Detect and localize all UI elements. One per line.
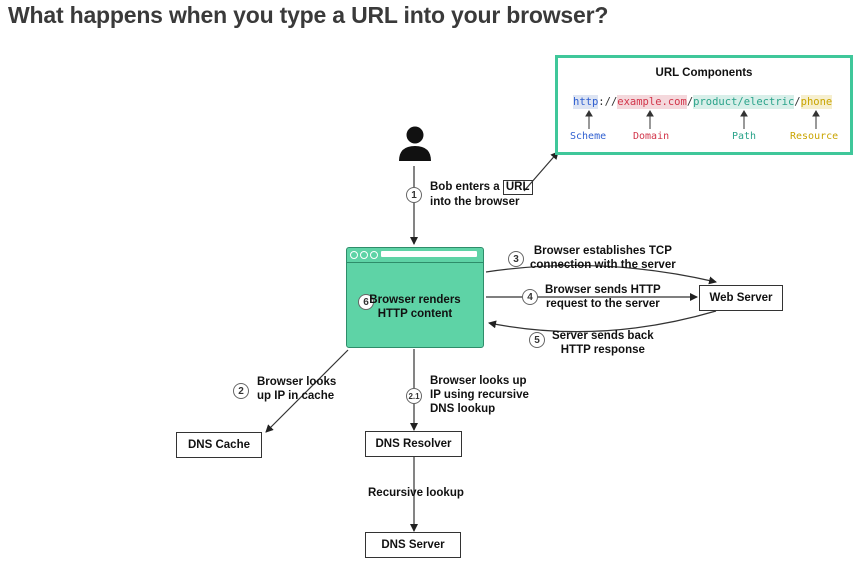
url-separator: / xyxy=(794,96,801,108)
page-title: What happens when you type a URL into yo… xyxy=(8,2,609,28)
arrow-http-response xyxy=(488,310,717,333)
url-scheme: http xyxy=(573,95,599,109)
step-badge-2: 2 xyxy=(233,383,249,399)
step-1-text: Bob enters a xyxy=(430,181,500,193)
url-example: http://example.com/product/electric/phon… xyxy=(573,95,833,109)
step-4-label: Browser sends HTTP request to the server xyxy=(545,283,661,311)
step-1-text-line2: into the browser xyxy=(430,196,520,208)
user-icon xyxy=(399,126,431,161)
label-domain: Domain xyxy=(633,131,670,142)
step-badge-6: 6 xyxy=(358,294,374,310)
window-dot-icon xyxy=(370,251,378,259)
dns-cache-node: DNS Cache xyxy=(176,432,262,458)
web-server-node: Web Server xyxy=(699,285,783,311)
step-2-1-line3: DNS lookup xyxy=(430,403,496,415)
step-3-label: Browser establishes TCP connection with … xyxy=(530,244,676,272)
step-2-1-line2: IP using recursive xyxy=(430,389,529,401)
step-1-label: Bob enters a URL into the browser xyxy=(430,180,533,209)
url-domain: example.com xyxy=(617,95,687,109)
url-separator: :// xyxy=(598,96,618,108)
step-2-line1: Browser looks xyxy=(257,376,337,388)
step-4-line1: Browser sends HTTP xyxy=(545,284,661,296)
step-badge-1: 1 xyxy=(406,187,422,203)
step-5-line2: HTTP response xyxy=(560,344,645,356)
label-resource: Resource xyxy=(790,131,839,142)
step-5-line1: Server sends back xyxy=(552,330,654,342)
step-3-line1: Browser establishes TCP xyxy=(533,245,672,257)
step-2-1-label: Browser looks up IP using recursive DNS … xyxy=(430,374,529,416)
window-dot-icon xyxy=(350,251,358,259)
url-separator: / xyxy=(686,96,694,108)
step-badge-3: 3 xyxy=(508,251,524,267)
step-2-1-line1: Browser looks up xyxy=(430,375,527,387)
step-4-line2: request to the server xyxy=(545,298,660,310)
step-6-line2: HTTP content xyxy=(377,308,453,320)
step-badge-4: 4 xyxy=(522,289,538,305)
url-pointer-arrows xyxy=(585,110,820,129)
step-2-line2: up IP in cache xyxy=(257,390,335,402)
step-badge-2-1: 2.1 xyxy=(406,388,422,404)
step-5-label: Server sends back HTTP response xyxy=(552,329,654,357)
url-components-card: URL Components http://example.com/produc… xyxy=(555,55,853,155)
dns-server-node: DNS Server xyxy=(365,532,461,558)
label-scheme: Scheme xyxy=(570,131,607,142)
label-path: Path xyxy=(732,131,757,142)
url-keyword-box: URL xyxy=(502,180,533,195)
window-dot-icon xyxy=(360,251,368,259)
step-2-label: Browser looks up IP in cache xyxy=(257,375,336,403)
step-3-line2: connection with the server xyxy=(530,259,676,271)
browser-render-label: Browser renders HTTP content xyxy=(347,293,483,321)
url-components-title: URL Components xyxy=(655,67,753,79)
url-path: product/electric xyxy=(693,95,795,109)
url-resource: phone xyxy=(800,95,833,109)
recursive-lookup-label: Recursive lookup xyxy=(368,487,464,499)
arrow-dns-cache xyxy=(265,349,349,433)
arrow-url-to-card xyxy=(523,151,559,192)
browser-address-bar xyxy=(381,251,477,257)
browser-window: 6 Browser renders HTTP content xyxy=(346,247,484,348)
dns-resolver-node: DNS Resolver xyxy=(365,431,462,457)
arrow-tcp xyxy=(485,264,717,285)
step-badge-5: 5 xyxy=(529,332,545,348)
browser-titlebar xyxy=(347,248,483,263)
step-6-line1: Browser renders xyxy=(369,294,461,306)
